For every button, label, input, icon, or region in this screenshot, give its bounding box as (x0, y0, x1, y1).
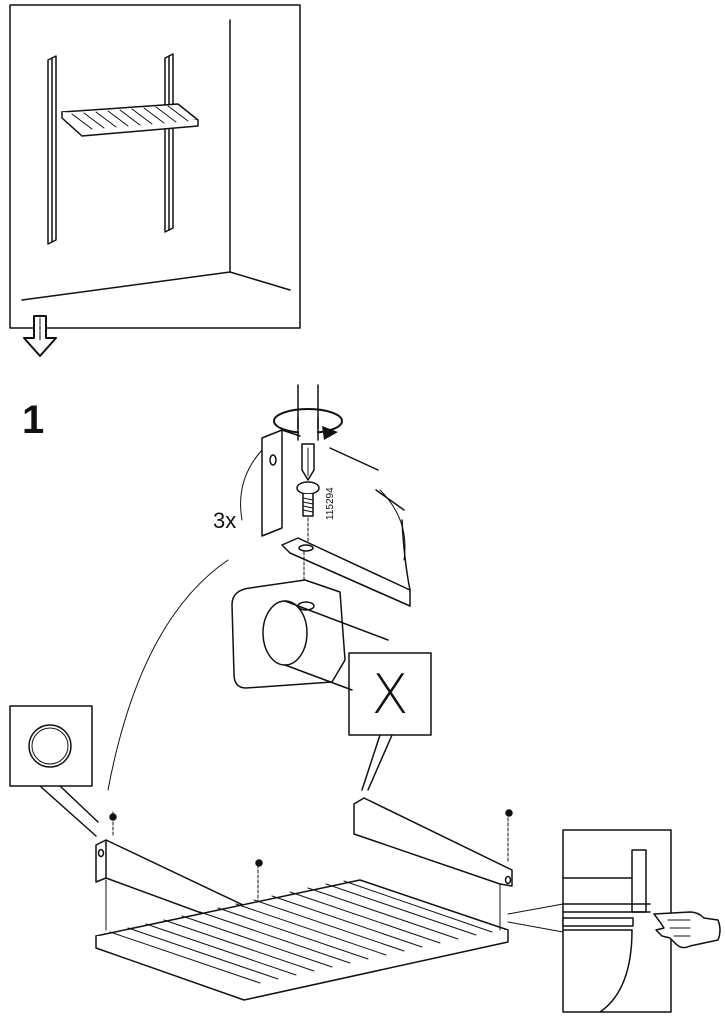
shelf-frame-right (353, 797, 513, 931)
zoom-detail (507, 829, 672, 1013)
rail-tube (231, 579, 389, 691)
leader-arc-left (107, 559, 229, 791)
overview-panel (9, 4, 301, 329)
rotate-clockwise-icon (273, 408, 343, 441)
incorrect-mark: X (371, 662, 409, 726)
leader-arc-right (379, 489, 406, 561)
pointing-hand-icon (653, 911, 721, 949)
screw-icon (296, 481, 320, 551)
correct-callout (9, 705, 99, 837)
step-number: 1 (22, 398, 45, 442)
leader-arc-top (240, 449, 263, 521)
incorrect-callout (348, 652, 432, 791)
part-number: 115294 (325, 487, 336, 520)
down-arrow-icon (23, 315, 57, 357)
quantity-label: 3x (213, 508, 237, 533)
wall-bracket (261, 429, 379, 537)
shelf-grid (95, 879, 509, 1001)
